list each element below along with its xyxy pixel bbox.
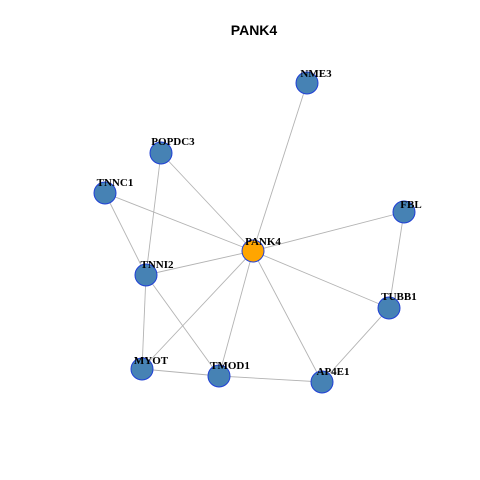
node-pank4[interactable] <box>241 239 265 263</box>
node-tubb1[interactable] <box>377 296 401 320</box>
node-label-tubb1: TUBB1 <box>381 291 416 303</box>
node-label-tnnc1: TNNC1 <box>97 177 134 189</box>
edge-pank4-tnni2 <box>145 250 254 276</box>
node-label-ap4e1: AP4E1 <box>317 366 350 378</box>
node-ap4e1[interactable] <box>310 370 334 394</box>
node-label-myot: MYOT <box>134 355 169 367</box>
edge-pank4-fbl <box>252 211 405 252</box>
edge-fbl-tubb1 <box>388 211 405 309</box>
edge-ap4e1-tubb1 <box>321 307 390 383</box>
node-label-tmod1: TMOD1 <box>210 360 250 372</box>
node-myot[interactable] <box>130 357 154 381</box>
edge-group <box>104 82 405 383</box>
edge-pank4-ap4e1 <box>252 250 323 383</box>
edge-pank4-popdc3 <box>160 152 254 252</box>
node-label-pank4: PANK4 <box>245 236 281 248</box>
edge-popdc3-tnni2 <box>145 152 162 276</box>
edge-myot-tmod1 <box>141 368 220 377</box>
node-tnnc1[interactable] <box>93 181 117 205</box>
graph-title: PANK4 <box>231 22 278 38</box>
edge-tmod1-ap4e1 <box>218 375 323 383</box>
node-tnni2[interactable] <box>134 263 158 287</box>
node-label-nme3: NME3 <box>300 68 332 80</box>
edge-pank4-tmod1 <box>218 250 254 377</box>
node-popdc3[interactable] <box>149 141 173 165</box>
node-group <box>93 71 416 394</box>
node-nme3[interactable] <box>295 71 319 95</box>
node-label-tnni2: TNNI2 <box>140 259 174 271</box>
edge-tnnc1-tnni2 <box>104 192 147 276</box>
node-label-fbl: FBL <box>400 199 421 211</box>
node-tmod1[interactable] <box>207 364 231 388</box>
edge-pank4-nme3 <box>252 82 308 252</box>
node-label-popdc3: POPDC3 <box>151 136 195 148</box>
edge-tnni2-myot <box>141 274 147 370</box>
node-fbl[interactable] <box>392 200 416 224</box>
edge-pank4-tubb1 <box>252 250 390 309</box>
edge-pank4-myot <box>141 250 254 370</box>
edge-pank4-tnnc1 <box>104 192 254 252</box>
edge-tnni2-tmod1 <box>145 274 220 377</box>
